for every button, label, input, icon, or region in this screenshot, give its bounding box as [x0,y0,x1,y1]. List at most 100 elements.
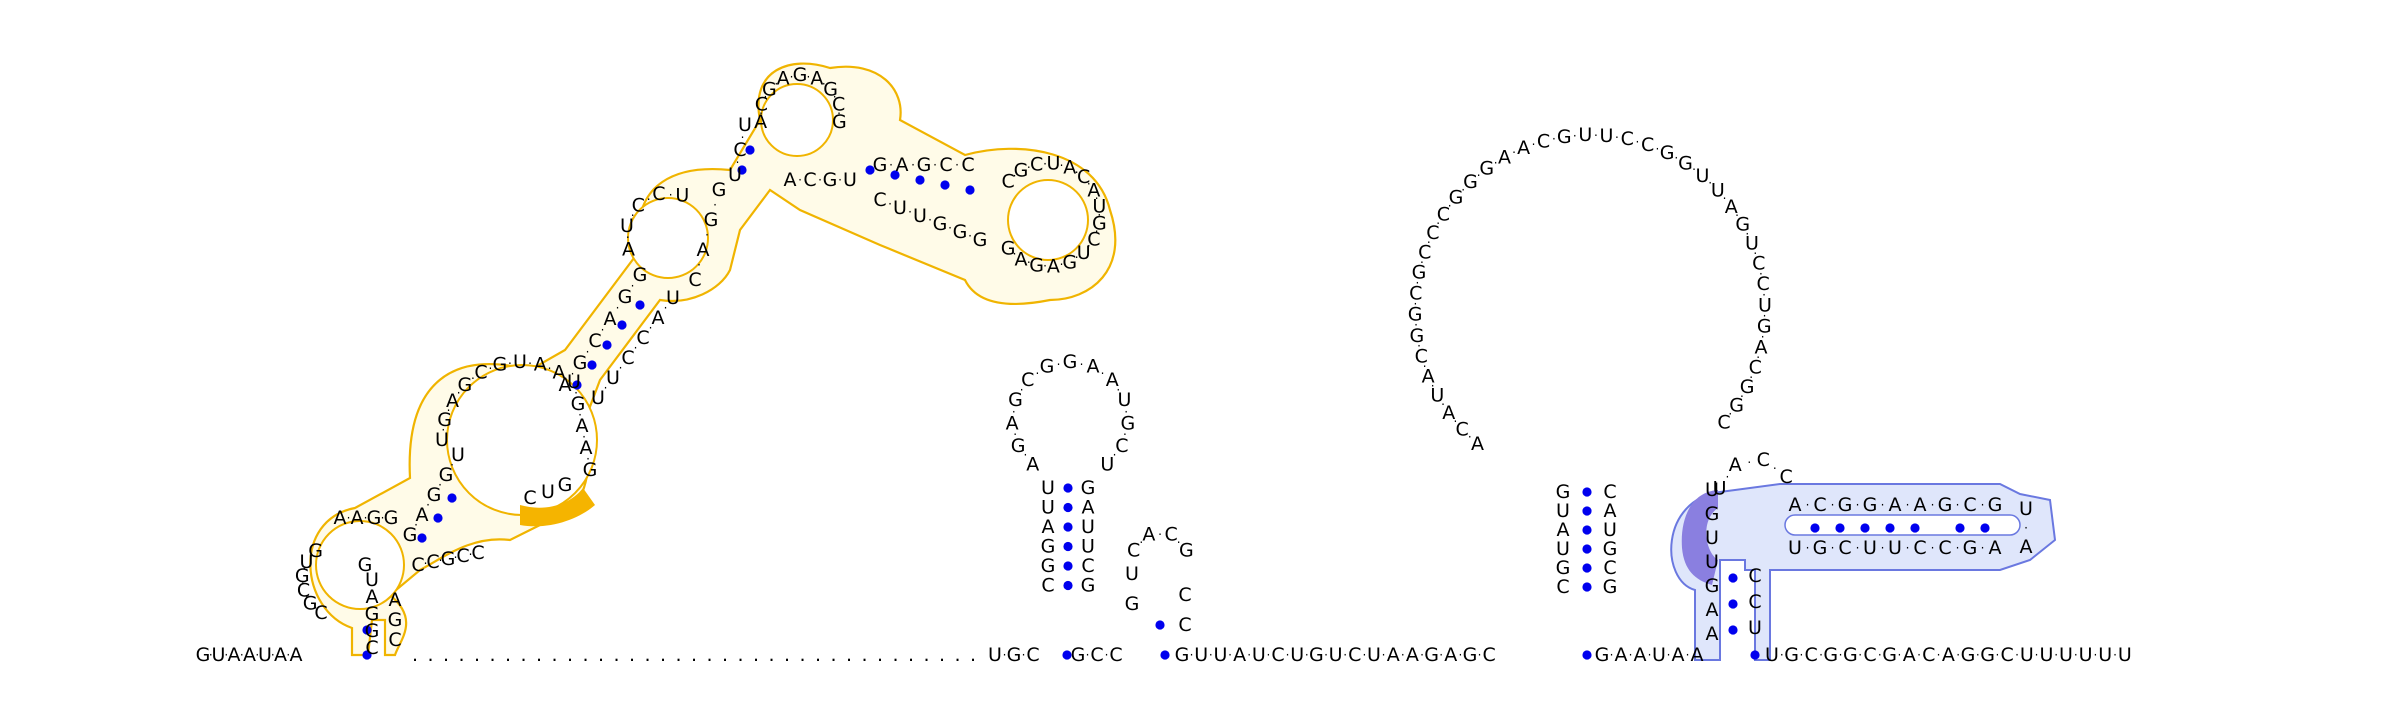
nucleotide: G [1175,644,1190,666]
nucleotide-loop: G [1179,539,1194,561]
backbone-tick: · [301,576,305,590]
backbone-tick: · [1831,541,1835,555]
nucleotide-loop: U [1077,242,1091,264]
backbone-tick: · [619,361,623,375]
nucleotide: C [961,154,974,176]
nucleotide-5prime: U [212,644,226,666]
backbone-tick: · [1043,157,1047,171]
nucleotide: U [365,569,379,591]
base-pair-dot [1063,522,1073,532]
backbone-tick: · [1427,236,1431,250]
gap-dot: . [815,644,821,666]
nucleotide: G [1081,477,1096,499]
nucleotide: A [366,586,379,608]
backbone-tick: · [286,648,290,662]
backbone-tick: · [1441,397,1445,411]
backbone-tick: · [1101,366,1105,380]
nucleotide: U [451,444,465,466]
backbone-tick: · [1414,297,1418,311]
nucleotide-loop: A [1498,146,1511,168]
nucleotide: U [738,114,752,136]
backbone-tick: · [763,90,767,104]
nucleotide-loop: G [1121,412,1136,434]
nucleotide: C [411,554,424,576]
base-pair-dot [1955,523,1965,533]
backbone-tick: · [424,557,428,571]
backbone-tick: · [1209,648,1213,662]
gap-dot: . [768,644,774,666]
backbone-tick: · [1708,176,1712,190]
gap-dot: . [691,644,697,666]
gap-dot: . [861,644,867,666]
backbone-tick: · [1286,648,1290,662]
gap-dot: . [427,644,433,666]
nucleotide: G [1556,481,1571,503]
gap-dot: . [567,644,573,666]
backbone-tick: · [1897,648,1901,662]
nucleotide: C [1963,494,1976,516]
nucleotide: G [388,609,403,631]
nucleotide: A [1615,644,1628,666]
nucleotide: C [523,487,536,509]
nucleotide-loop: A [534,354,547,376]
backbone-tick: · [1856,498,1860,512]
nucleotide: C [1938,537,1951,559]
nucleotide-loop: A [754,111,767,133]
backbone-tick: · [1060,257,1064,271]
backbone-tick: · [1105,648,1109,662]
orange-highlight-segment [520,488,595,527]
nucleotide-loop: U [1092,196,1106,218]
nucleotide-3prime: G [1980,644,1995,666]
nucleotide: A [2020,536,2033,558]
nucleotide: U [666,287,680,309]
base-pair-dot [1063,541,1073,552]
nucleotide-loop: C [1030,153,1043,175]
base-pair-dot [617,320,627,330]
nucleotide-loop: A [1106,369,1119,391]
backbone-tick: · [364,511,368,525]
backbone-tick: · [1858,648,1862,662]
backbone-tick: · [1095,192,1099,206]
nucleotide: G [1309,644,1324,666]
base-pair-dot [1582,544,1592,554]
nucleotide: A [1706,599,1719,621]
nucleotide-loop: U [435,429,449,451]
nucleotide-loop: C [1456,419,1469,441]
base-pair-dot [1728,625,1738,635]
nucleotide-loop: C [652,183,665,205]
nucleotide-loop: A [777,68,790,90]
backbone-tick: · [1692,163,1696,177]
nucleotide: G [1463,644,1478,666]
nucleotide: A [1406,644,1419,666]
backbone-tick: · [1036,366,1040,380]
backbone-tick: · [955,158,959,172]
nucleotide-loop: G [1660,142,1675,164]
base-pair-dot [1063,483,1073,493]
nucleotide-loop: G [1449,187,1464,209]
base-pair-dot [1582,582,1592,592]
backbone-tick: · [1158,527,1162,541]
backbone-tick: · [1461,183,1465,197]
nucleotide-loop: U [1711,179,1725,201]
base-pair-dot [1860,523,1870,533]
backbone-tick: · [669,188,673,202]
backbone-tick: · [1087,239,1091,253]
nucleotide: U [1705,527,1719,549]
backbone-tick: · [1749,370,1753,384]
backbone-tick: · [889,158,893,172]
backbone-tick: · [774,77,778,91]
nucleotide-loop: U [675,185,689,207]
nucleotide: C [1748,565,1761,587]
backbone-tick: · [447,403,451,417]
backbone-tick: · [2093,648,2097,662]
base-pair-dot [1063,580,1073,591]
nucleotide: A [604,308,617,330]
backbone-tick: · [1981,498,1985,512]
backbone-tick: · [2035,648,2039,662]
nucleotide: G [873,154,888,176]
nucleotide-loop: C [1418,241,1431,263]
orange-loop-interior [627,197,709,279]
backbone-tick: · [1454,414,1458,428]
nucleotide: C [1757,449,1770,471]
nucleotide: U [2019,498,2033,520]
